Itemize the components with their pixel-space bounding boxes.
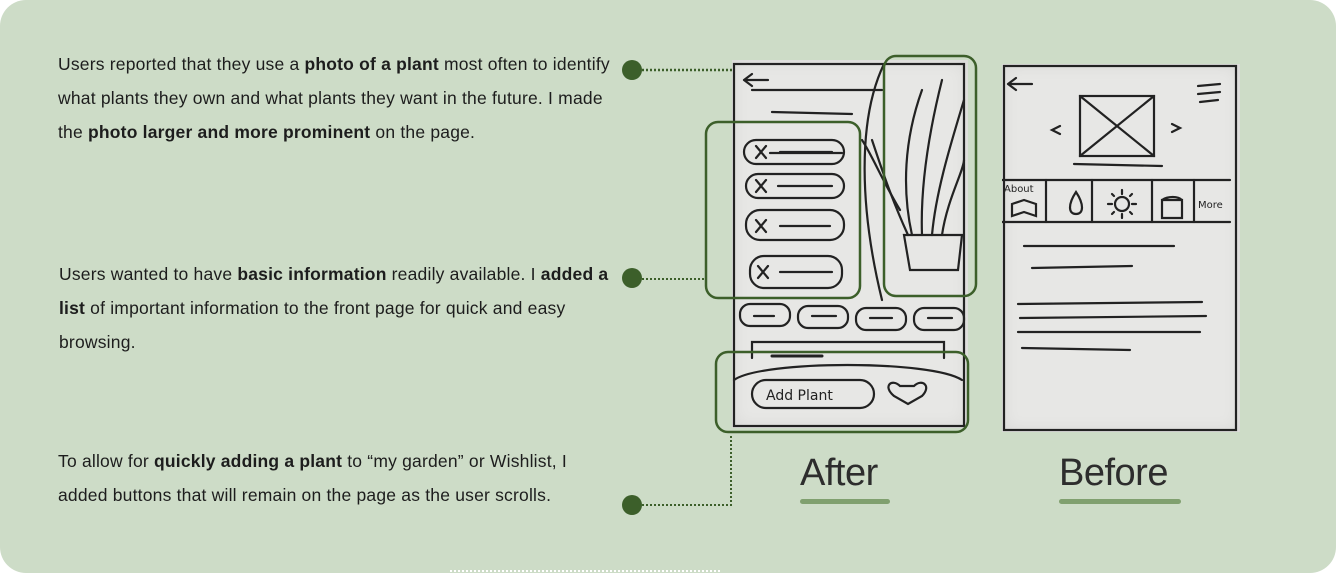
info-pill <box>744 208 846 242</box>
before-sketch-drawing: About More <box>1000 64 1238 432</box>
sun-icon <box>1113 195 1131 213</box>
before-wireframe-sketch: About More <box>1000 64 1240 432</box>
note-buttons-text-2: to “my garden” or Wishlist, I added butt… <box>58 451 567 505</box>
water-drop-icon <box>1068 190 1084 216</box>
plant-photo-edge <box>863 62 886 302</box>
pot-icon <box>1160 195 1184 220</box>
phone-frame <box>732 62 966 428</box>
note-buttons-bold-1: quickly adding a plant <box>153 451 343 471</box>
note-list-bold-1: basic information <box>237 264 387 284</box>
note-list-text-1: Users wanted to have <box>59 264 238 284</box>
highlight-photo <box>882 54 978 298</box>
note-list: Users wanted to have basic information r… <box>59 257 619 359</box>
image-placeholder <box>1078 94 1156 158</box>
connector-buttons <box>642 434 732 506</box>
subtitle-line <box>770 110 854 116</box>
add-plant-sketch-button <box>750 378 876 410</box>
connector-dot-photo <box>622 60 642 80</box>
chevron-right-icon <box>1170 122 1183 134</box>
info-pill <box>748 254 844 290</box>
note-photo: Users reported that they use a photo of … <box>58 47 618 149</box>
chevron-left-icon <box>1049 124 1062 136</box>
highlight-list <box>704 120 862 300</box>
connector-dot-buttons <box>622 495 642 515</box>
back-arrow-icon <box>742 72 770 88</box>
before-label: Before <box>1059 452 1168 494</box>
note-photo-text-2: most often to identify what plants they … <box>58 54 610 142</box>
after-sketch-drawing: Add Plant <box>732 62 966 428</box>
info-pill <box>744 172 846 200</box>
after-underline <box>800 499 890 504</box>
note-photo-bold-2: photo larger and more prominent <box>88 122 371 142</box>
note-list-text-2: readily available. I <box>386 264 541 284</box>
phone-frame <box>1002 64 1238 432</box>
before-underline <box>1059 499 1181 504</box>
back-arrow-icon <box>1006 76 1034 92</box>
after-label: After <box>800 452 878 494</box>
book-icon <box>1010 198 1038 218</box>
note-photo-text-3: on the page. <box>370 122 476 142</box>
menu-icon <box>1196 82 1222 104</box>
note-list-text-3: of important information to the front pa… <box>59 298 566 352</box>
note-photo-bold-1: photo of a plant <box>304 54 439 74</box>
note-buttons: To allow for quickly adding a plant to “… <box>58 444 618 512</box>
tab-more-text: More <box>1198 200 1223 211</box>
note-list-bold-2: added a list <box>59 264 609 318</box>
note-buttons-text-1: To allow for <box>58 451 154 471</box>
highlight-buttons <box>714 350 970 434</box>
note-photo-text-1: Users reported that they use a <box>58 54 305 74</box>
heart-icon <box>887 381 928 406</box>
add-plant-sketch-text: Add Plant <box>766 388 833 404</box>
info-pill <box>742 138 846 166</box>
connector-dot-list <box>622 268 642 288</box>
tab-about-text: About <box>1004 184 1034 195</box>
